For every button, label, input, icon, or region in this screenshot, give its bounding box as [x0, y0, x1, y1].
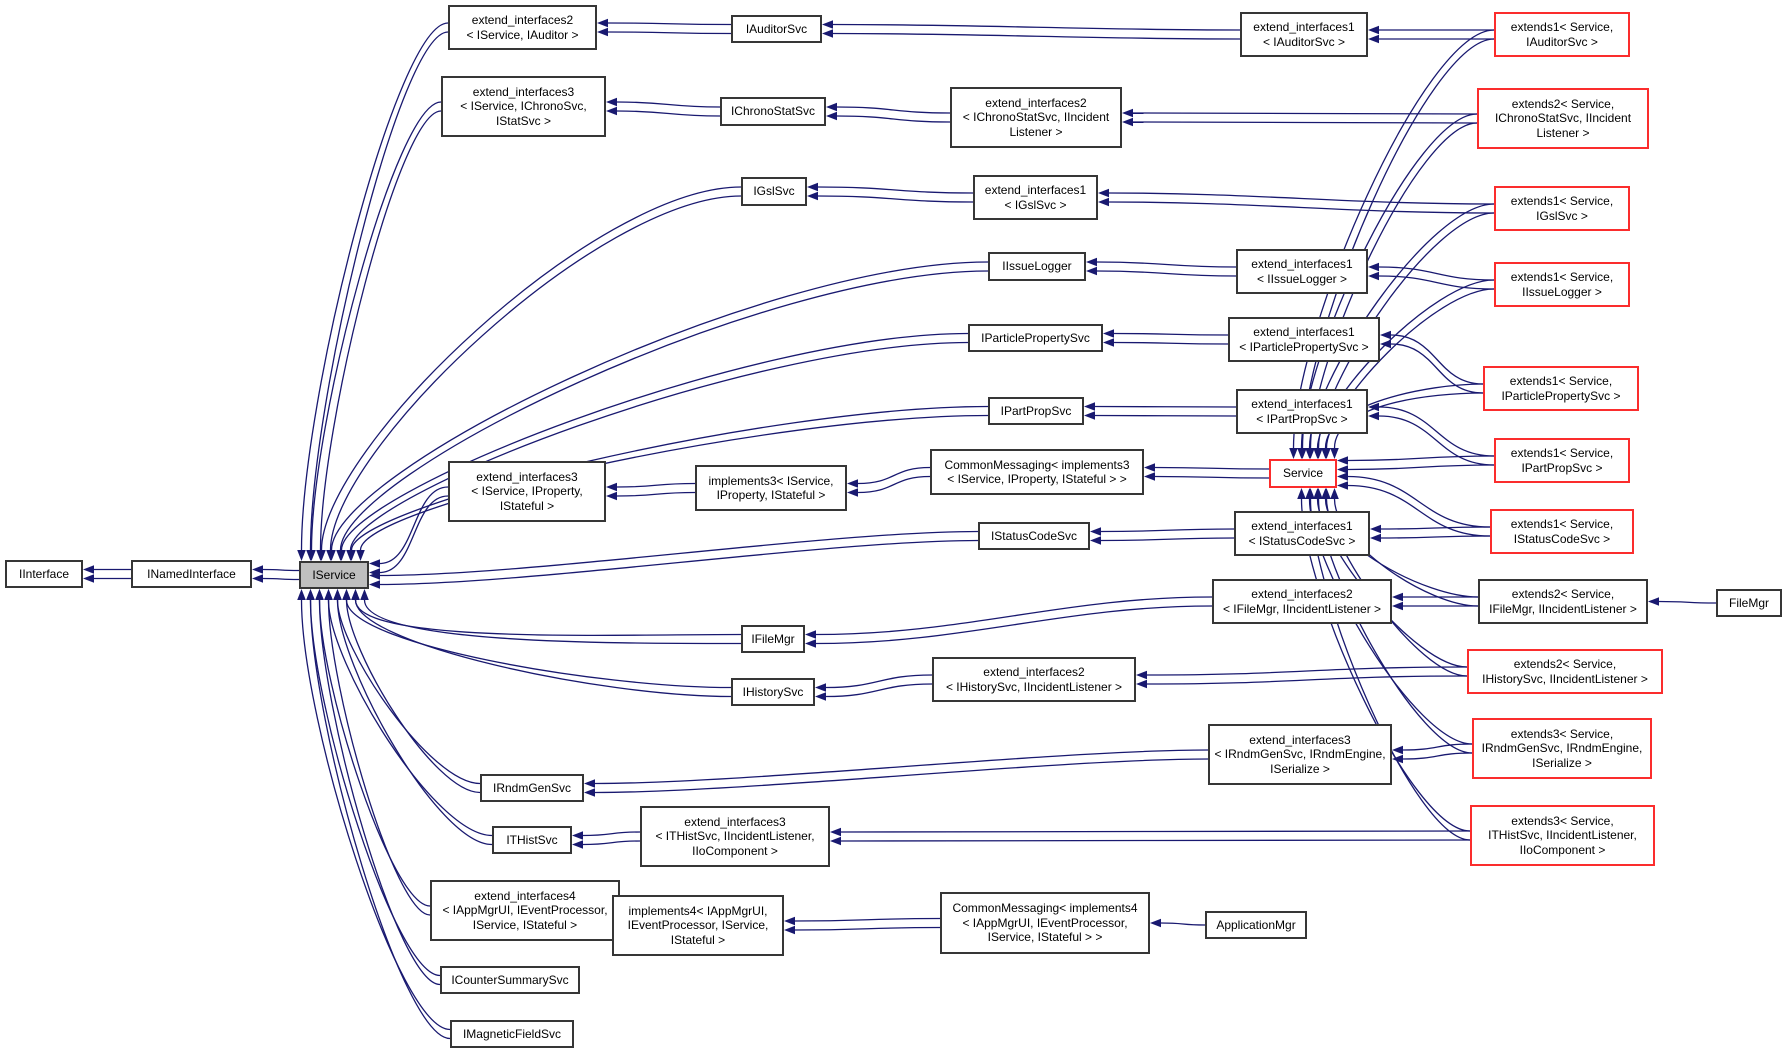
node-ifilemgr[interactable]: IFileMgr — [741, 625, 805, 653]
node-icountersummarysvc[interactable]: ICounterSummarySvc — [440, 966, 580, 994]
edge-applicationmgr-commonmessaging4 — [1150, 918, 1206, 928]
edge-ex1_iauditorsvc-ei1_iauditorsvc — [1368, 25, 1494, 44]
edge-service-commonmessaging3 — [1144, 463, 1270, 481]
edge-ei1_iissuelogger-iissuelogger — [1086, 257, 1237, 277]
node-ex1_ipartpropsvc[interactable]: extends1< Service, IPartPropSvc > — [1494, 438, 1630, 483]
edge-ex1_igslsvc-ei1_igslsvc — [1098, 188, 1495, 214]
node-ei2_ichronostatsvc[interactable]: extend_interfaces2 < IChronoStatSvc, IIn… — [950, 87, 1122, 148]
node-ex3_ithistsvc[interactable]: extends3< Service, ITHistSvc, IIncidentL… — [1470, 805, 1655, 866]
node-iissuelogger[interactable]: IIssueLogger — [988, 252, 1086, 281]
edge-ifilemgr-iservice — [351, 589, 742, 645]
node-ei3_iservice_iproperty[interactable]: extend_interfaces3 < IService, IProperty… — [448, 461, 606, 522]
edge-ichronostatsvc-ei3_iservice_ichronosvc — [606, 97, 721, 117]
node-ei3_ithistsvc[interactable]: extend_interfaces3 < ITHistSvc, IInciden… — [640, 806, 830, 867]
edge-commonmessaging3-implements3 — [847, 466, 931, 497]
node-ei2_ifilemgr[interactable]: extend_interfaces2 < IFileMgr, IIncident… — [1212, 579, 1392, 624]
node-ei3_irndmgensvc[interactable]: extend_interfaces3 < IRndmGenSvc, IRndmE… — [1208, 724, 1392, 785]
edge-ei3_ithistsvc-ithistsvc — [572, 831, 641, 849]
node-ex2_ichronostatsvc[interactable]: extends2< Service, IChronoStatSvc, IInci… — [1477, 88, 1649, 149]
edge-ithistsvc-iservice — [324, 589, 493, 846]
node-ex1_istatuscodesvc[interactable]: extends1< Service, IStatusCodeSvc > — [1490, 509, 1634, 554]
node-commonmessaging4[interactable]: CommonMessaging< implements4 < IAppMgrUI… — [940, 892, 1150, 954]
edge-iauditorsvc-ei2_iservice_iauditor — [597, 18, 732, 37]
node-ei1_iauditorsvc[interactable]: extend_interfaces1 < IAuditorSvc > — [1240, 12, 1368, 57]
node-filemgr[interactable]: FileMgr — [1716, 589, 1782, 617]
edge-ex1_ipartpropsvc-ei1_ipartpropsvc — [1368, 402, 1495, 466]
edge-ei1_iparticlepropertysvc-iparticlepropertysvc — [1103, 329, 1229, 347]
edge-istatuscodesvc-iservice — [369, 530, 979, 589]
node-ex1_iparticlepropertysvc[interactable]: extends1< Service, IParticlePropertySvc … — [1483, 366, 1639, 411]
edge-ex3_ithistsvc-ei3_ithistsvc — [830, 827, 1471, 846]
edge-ei3_irndmgensvc-irndmgensvc — [584, 749, 1209, 797]
node-ei1_igslsvc[interactable]: extend_interfaces1 < IGslSvc > — [973, 175, 1098, 220]
edge-ex1_istatuscodesvc-ei1_istatuscodesvc — [1370, 524, 1491, 543]
node-ihistorysvc[interactable]: IHistorySvc — [731, 678, 815, 706]
edge-ei1_igslsvc-igslsvc — [807, 182, 974, 203]
edge-ei1_iauditorsvc-iauditorsvc — [822, 20, 1241, 40]
node-implements3[interactable]: implements3< IService, IProperty, IState… — [695, 465, 847, 511]
node-ei2_ihistorysvc[interactable]: extend_interfaces2 < IHistorySvc, IIncid… — [932, 657, 1136, 702]
node-ei3_iservice_ichronosvc[interactable]: extend_interfaces3 < IService, IChronoSv… — [441, 76, 606, 137]
edge-ex2_ichronostatsvc-ei2_ichronostatsvc — [1122, 108, 1478, 127]
edge-ex3_irndmgensvc-ei3_irndmgensvc — [1392, 743, 1473, 764]
edge-filemgr-ex2_ifilemgr — [1648, 597, 1717, 606]
node-ichronostatsvc[interactable]: IChronoStatSvc — [720, 97, 826, 126]
node-implements4[interactable]: implements4< IAppMgrUI, IEventProcessor,… — [612, 895, 784, 956]
edge-ei2_ifilemgr-ifilemgr — [805, 596, 1213, 648]
node-ex2_ihistorysvc[interactable]: extends2< Service, IHistorySvc, IInciden… — [1467, 649, 1663, 694]
node-imagneticfieldsvc[interactable]: IMagneticFieldSvc — [450, 1020, 574, 1048]
node-inamedinterface[interactable]: INamedInterface — [131, 560, 252, 588]
edge-imagneticfieldsvc-iservice — [297, 589, 451, 1040]
node-ex1_iissuelogger[interactable]: extends1< Service, IIssueLogger > — [1494, 262, 1630, 307]
node-irndmgensvc[interactable]: IRndmGenSvc — [480, 774, 584, 802]
node-ex3_irndmgensvc[interactable]: extends3< Service, IRndmGenSvc, IRndmEng… — [1472, 718, 1652, 779]
edge-ei2_ihistorysvc-ihistorysvc — [815, 674, 933, 701]
node-ithistsvc[interactable]: ITHistSvc — [492, 826, 572, 854]
edge-ex1_istatuscodesvc-service — [1337, 472, 1491, 537]
node-ei1_istatuscodesvc[interactable]: extend_interfaces1 < IStatusCodeSvc > — [1234, 511, 1370, 556]
edge-ex1_iparticlepropertysvc-ei1_iparticlepropertysvc — [1380, 330, 1484, 394]
edge-ei1_ipartpropsvc-ipartpropsvc — [1084, 402, 1237, 420]
edge-commonmessaging4-implements4 — [784, 916, 941, 935]
edge-ei2_ichronostatsvc-ichronostatsvc — [826, 102, 951, 123]
edge-implements3-ei3_iservice_iproperty — [606, 482, 696, 501]
edge-ei3_iservice_ichronosvc-iservice — [307, 101, 442, 561]
node-igslsvc[interactable]: IGslSvc — [741, 177, 807, 206]
node-iauditorsvc[interactable]: IAuditorSvc — [731, 15, 822, 43]
node-ex2_ifilemgr[interactable]: extends2< Service, IFileMgr, IIncidentLi… — [1478, 579, 1648, 624]
node-ex1_iauditorsvc[interactable]: extends1< Service, IAuditorSvc > — [1494, 12, 1630, 57]
node-ei1_iparticlepropertysvc[interactable]: extend_interfaces1 < IParticlePropertySv… — [1228, 317, 1380, 362]
edge-ei3_iservice_iproperty-iservice — [369, 486, 449, 577]
edge-irndmgensvc-iservice — [333, 589, 481, 794]
node-ei1_ipartpropsvc[interactable]: extend_interfaces1 < IPartPropSvc > — [1236, 389, 1368, 434]
edge-ex1_iissuelogger-ei1_iissuelogger — [1368, 262, 1495, 290]
node-ei2_iservice_iauditor[interactable]: extend_interfaces2 < IService, IAuditor … — [448, 5, 597, 50]
node-iparticlepropertysvc[interactable]: IParticlePropertySvc — [968, 324, 1103, 352]
node-istatuscodesvc[interactable]: IStatusCodeSvc — [978, 522, 1090, 550]
edge-ei1_istatuscodesvc-istatuscodesvc — [1090, 527, 1235, 545]
node-ex1_igslsvc[interactable]: extends1< Service, IGslSvc > — [1494, 186, 1630, 231]
edge-ei2_iservice_iauditor-iservice — [297, 22, 449, 561]
node-applicationmgr[interactable]: ApplicationMgr — [1205, 911, 1307, 939]
node-service[interactable]: Service — [1269, 459, 1337, 488]
node-iinterface[interactable]: IInterface — [5, 560, 83, 588]
edge-ex2_ihistorysvc-ei2_ihistorysvc — [1136, 666, 1468, 689]
node-ei1_iissuelogger[interactable]: extend_interfaces1 < IIssueLogger > — [1236, 249, 1368, 294]
edge-iservice-inamedinterface — [252, 565, 300, 583]
node-ei4_iappmgrui[interactable]: extend_interfaces4 < IAppMgrUI, IEventPr… — [430, 880, 620, 941]
node-commonmessaging3[interactable]: CommonMessaging< implements3 < IService,… — [930, 449, 1144, 495]
node-iservice: IService — [299, 561, 369, 589]
edge-inamedinterface-iinterface — [83, 565, 131, 583]
node-ipartpropsvc[interactable]: IPartPropSvc — [988, 397, 1084, 425]
edge-ex1_ipartpropsvc-service — [1337, 455, 1495, 474]
edge-icountersummarysvc-iservice — [306, 589, 441, 986]
